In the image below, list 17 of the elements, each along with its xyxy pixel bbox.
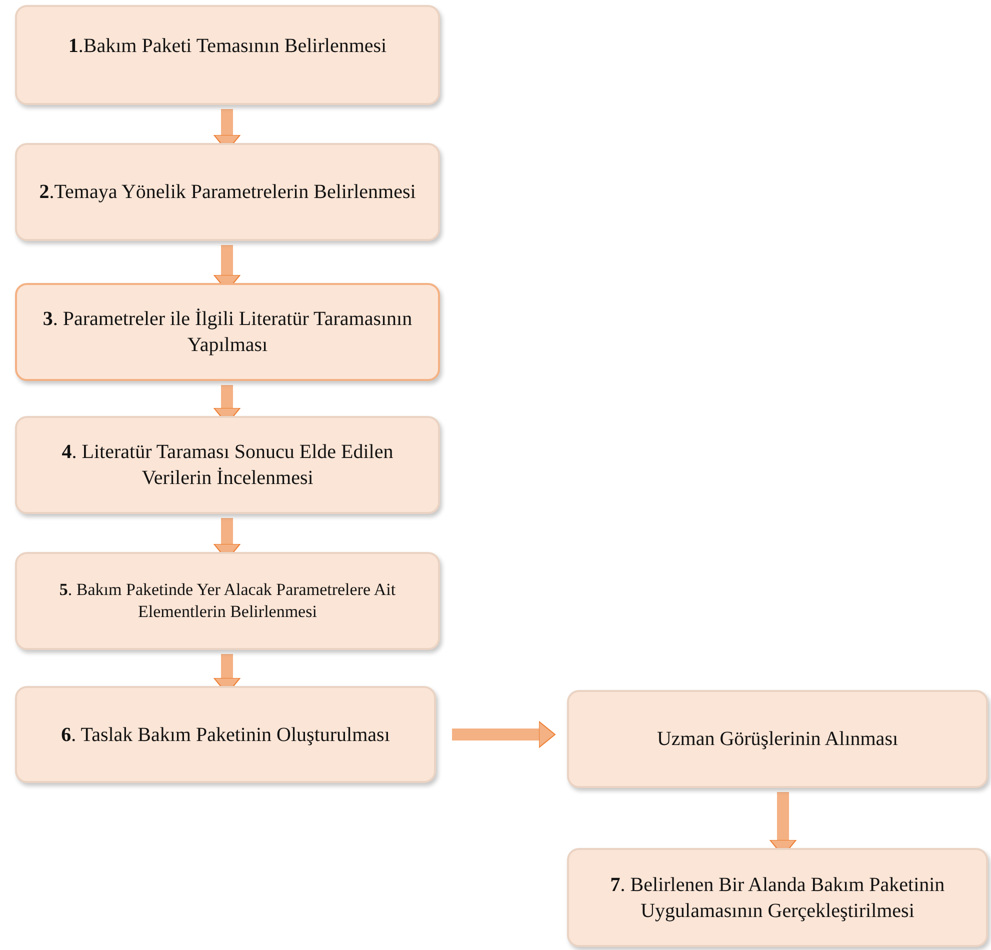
step-text: Uzman Görüşlerinin Alınması xyxy=(656,727,898,752)
process-box xyxy=(567,848,988,947)
process-box xyxy=(15,143,440,241)
block-arrow xyxy=(452,721,556,748)
step-text: 2.Temaya Yönelik Parametrelerin Belirlenmesi xyxy=(39,180,416,205)
process-box xyxy=(15,283,440,381)
step-text: 3. Parametreler ile İlgili Literatür Taramasının Yapılması xyxy=(42,307,414,358)
step-text: 1.Bakım Paketi Temasının Belirlenmesi xyxy=(68,34,387,59)
step-text: 6. Taslak Bakım Paketinin Oluşturulması xyxy=(61,722,390,748)
process-box xyxy=(15,686,436,783)
process-box xyxy=(15,416,440,514)
process-box xyxy=(15,552,440,650)
step-text: 5. Bakım Paketinde Yer Alacak Parametrelere Ait Elementlerin Belirlenmesi xyxy=(58,578,397,623)
process-box xyxy=(15,5,440,105)
process-box xyxy=(567,690,988,788)
step-text: 7. Belirlenen Bir Alanda Bakım Paketinin Uygulamasının Gerçekleştirilmesi xyxy=(609,872,946,924)
step-text: 4. Literatür Taraması Sonucu Elde Edilen Verilerin İncelenmesi xyxy=(60,440,394,491)
